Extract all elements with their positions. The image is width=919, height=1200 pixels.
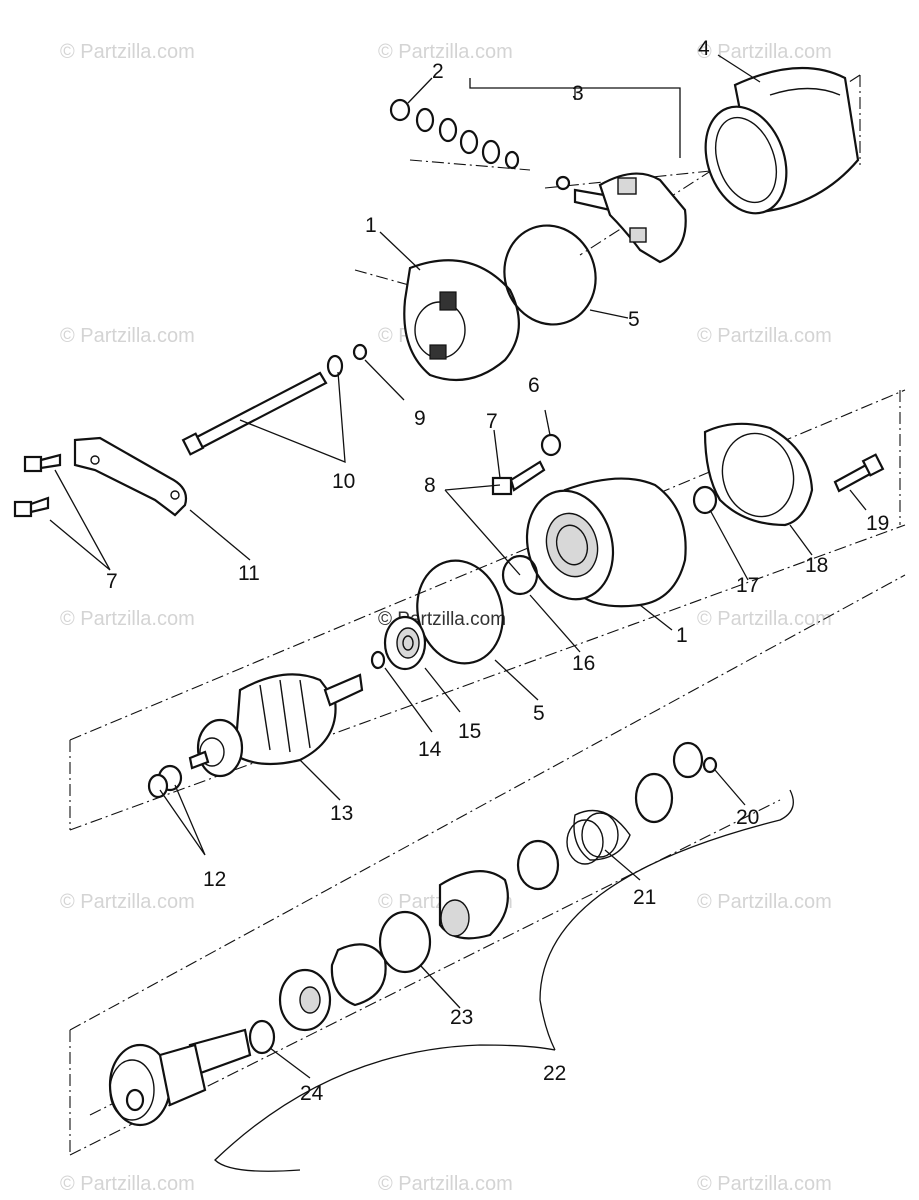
part-drive-housing bbox=[525, 477, 687, 608]
callout-20: 20 bbox=[736, 806, 759, 829]
part-bushings-12 bbox=[147, 764, 183, 799]
callout-13: 13 bbox=[330, 802, 353, 825]
watermark: © Partzilla.com bbox=[60, 1173, 195, 1195]
leader-lines bbox=[49, 54, 867, 1172]
part-bolts-7-left bbox=[13, 453, 62, 518]
callout-5-upper: 5 bbox=[628, 308, 640, 331]
callout-15: 15 bbox=[458, 720, 481, 743]
callout-21: 21 bbox=[633, 886, 656, 909]
callout-19: 19 bbox=[866, 512, 889, 535]
axis-line bbox=[69, 524, 906, 831]
callout-1-upper: 1 bbox=[365, 214, 377, 237]
callout-16: 16 bbox=[572, 652, 595, 675]
axis-line bbox=[69, 574, 906, 1031]
callout-9: 9 bbox=[414, 407, 426, 430]
callout-18: 18 bbox=[805, 554, 828, 577]
part-bolt-19 bbox=[833, 453, 885, 493]
watermark: © Partzilla.com bbox=[697, 891, 832, 913]
part-through-bolt bbox=[181, 354, 344, 456]
part-bolt-7-upper bbox=[491, 433, 562, 496]
watermark: © Partzilla.com bbox=[60, 891, 195, 913]
part-clip-14 bbox=[370, 650, 386, 670]
part-yoke-housing bbox=[704, 66, 860, 215]
axis-line bbox=[544, 169, 721, 189]
part-washer-stack bbox=[389, 98, 520, 170]
callout-1-lower: 1 bbox=[676, 624, 688, 647]
callout-12: 12 bbox=[203, 868, 226, 891]
watermark: © Partzilla.com bbox=[60, 41, 195, 63]
callout-8: 8 bbox=[424, 474, 436, 497]
callout-24: 24 bbox=[300, 1082, 324, 1105]
callout-10: 10 bbox=[332, 470, 355, 493]
watermark: © Partzilla.com bbox=[60, 325, 195, 347]
callout-7-upper: 7 bbox=[486, 410, 498, 433]
watermark: © Partzilla.com bbox=[378, 1173, 513, 1195]
callout-3: 3 bbox=[572, 82, 584, 105]
callout-5-lower: 5 bbox=[533, 702, 545, 725]
watermark: © Partzilla.com bbox=[697, 608, 832, 630]
callout-14: 14 bbox=[418, 738, 442, 761]
watermark: © Partzilla.com bbox=[378, 41, 513, 63]
callout-4: 4 bbox=[698, 37, 710, 60]
callout-22: 22 bbox=[543, 1062, 566, 1085]
callout-11: 11 bbox=[238, 562, 260, 585]
part-drive-assembly bbox=[248, 741, 718, 1055]
part-pinion-shaft bbox=[108, 1028, 252, 1127]
part-washer-9 bbox=[352, 343, 368, 361]
watermark: © Partzilla.com bbox=[697, 41, 832, 63]
watermark: © Partzilla.com bbox=[697, 1173, 832, 1195]
callouts: 2 3 4 1 5 6 9 7 10 8 19 11 7 17 18 1 16 … bbox=[106, 37, 889, 1105]
callout-6: 6 bbox=[528, 374, 540, 397]
part-o-ring-16 bbox=[501, 554, 539, 596]
part-armature bbox=[188, 673, 364, 778]
part-bearing-15 bbox=[383, 615, 427, 671]
part-end-cover-upper bbox=[403, 259, 520, 382]
callout-7-lower: 7 bbox=[106, 570, 118, 593]
watermark: © Partzilla.com bbox=[697, 325, 832, 347]
watermarks: © Partzilla.com © Partzilla.com © Partzi… bbox=[60, 41, 832, 1195]
part-o-ring-lower bbox=[416, 559, 504, 665]
callout-17: 17 bbox=[736, 574, 759, 597]
watermark: © Partzilla.com bbox=[60, 608, 195, 630]
part-washer-17 bbox=[692, 485, 718, 515]
callout-2: 2 bbox=[432, 60, 444, 83]
callout-23: 23 bbox=[450, 1006, 473, 1029]
part-o-ring-upper bbox=[503, 224, 597, 326]
part-bracket bbox=[73, 436, 188, 517]
axis-line bbox=[409, 159, 531, 171]
part-gasket-18 bbox=[703, 422, 814, 527]
part-brush-holder bbox=[555, 172, 687, 264]
